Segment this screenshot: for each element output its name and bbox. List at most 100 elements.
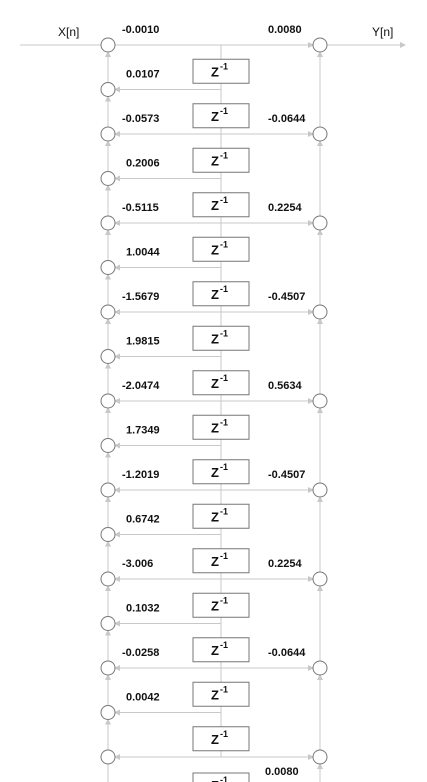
adder-nodes (100, 37, 328, 765)
left-adder-node (100, 393, 116, 409)
right-adder-node (312, 304, 328, 320)
delay-symbol: Z (211, 376, 219, 391)
delay-box (192, 325, 250, 351)
input-label: X[n] (58, 25, 79, 39)
right-adder-node (312, 37, 328, 53)
left-coefficient: -0.5115 (122, 202, 159, 214)
delay-exponent: -1 (220, 506, 228, 516)
delay-symbol: Z (211, 643, 219, 658)
right-coefficient: -0.0644 (268, 113, 306, 125)
left-adder-node (100, 349, 116, 364)
right-coefficient: 0.0080 (268, 24, 302, 36)
delay-exponent: -1 (220, 150, 228, 160)
delay-block: Z-1 (192, 681, 250, 707)
delay-block: Z-1 (192, 370, 250, 396)
delay-box (192, 503, 250, 529)
delay-block: Z-1 (192, 414, 250, 440)
left-coefficient: 1.9815 (126, 336, 160, 348)
left-coefficient: -3.006 (122, 558, 153, 570)
left-adder-node (100, 304, 116, 320)
delay-exponent: -1 (220, 61, 228, 71)
delay-exponent: -1 (220, 328, 228, 338)
delay-block: Z-1 (192, 503, 250, 529)
delay-exponent: -1 (220, 729, 228, 739)
delay-box (192, 459, 250, 485)
delay-symbol: Z (211, 287, 219, 302)
left-coefficient: 1.7349 (126, 425, 160, 437)
delay-symbol: Z (211, 153, 219, 168)
delay-box (192, 236, 250, 262)
delay-box (192, 147, 250, 173)
delay-symbol: Z (211, 554, 219, 569)
delay-symbol: Z (211, 465, 219, 480)
right-coefficient: 0.2254 (268, 558, 303, 570)
delay-exponent: -1 (220, 684, 228, 694)
left-adder-node (100, 616, 116, 631)
left-adder-node (100, 438, 116, 453)
delay-exponent: -1 (220, 595, 228, 605)
left-adder-node (100, 126, 116, 142)
delay-block: Z-1 (192, 592, 250, 618)
delay-symbol: Z (211, 732, 219, 747)
left-coefficient: -0.0010 (122, 24, 159, 36)
delay-block: Z-1 (192, 147, 250, 173)
delay-exponent: -1 (220, 551, 228, 561)
delay-symbol: Z (211, 420, 219, 435)
delay-box (192, 637, 250, 663)
delay-box (192, 592, 250, 618)
delay-symbol: Z (211, 778, 219, 782)
left-adder-node (100, 260, 116, 275)
delay-exponent: -1 (220, 195, 228, 205)
right-coefficient: -0.4507 (268, 469, 305, 481)
delay-block: Z-1 (192, 281, 250, 307)
left-adder-node (100, 705, 116, 720)
right-adder-node (312, 571, 328, 587)
delay-box (192, 414, 250, 440)
signal-wires (20, 42, 406, 782)
delay-block: Z-1 (192, 726, 250, 752)
right-coefficient: -0.0644 (268, 647, 306, 659)
left-coefficient: 0.0042 (126, 692, 160, 704)
left-adder-node (100, 37, 116, 53)
delay-exponent: -1 (220, 462, 228, 472)
delay-block: Z-1 (192, 325, 250, 351)
left-coefficient: 0.2006 (126, 158, 160, 170)
right-adder-node (312, 215, 328, 231)
left-coefficient: 1.0044 (126, 247, 161, 259)
left-adder-node (100, 749, 116, 765)
left-adder-node (100, 482, 116, 498)
delay-symbol: Z (211, 242, 219, 257)
delay-block: Z-1 (192, 58, 250, 84)
delay-box (192, 772, 250, 782)
delay-box (192, 726, 250, 752)
delay-block: Z-1 (192, 772, 250, 782)
left-adder-node (100, 82, 116, 97)
delay-blocks: Z-1Z-1Z-1Z-1Z-1Z-1Z-1Z-1Z-1Z-1Z-1Z-1Z-1Z… (192, 58, 250, 782)
delay-exponent: -1 (220, 417, 228, 427)
left-adder-node (100, 571, 116, 587)
output-label: Y[n] (372, 25, 393, 39)
delay-box (192, 548, 250, 574)
left-coefficient: 0.6742 (126, 514, 160, 526)
left-coefficient: -0.0573 (122, 113, 159, 125)
left-coefficient: -2.0474 (122, 380, 160, 392)
delay-block: Z-1 (192, 548, 250, 574)
right-coefficient: 0.0080 (265, 766, 299, 778)
delay-symbol: Z (211, 109, 219, 124)
left-coefficient: -1.2019 (122, 469, 159, 481)
delay-block: Z-1 (192, 236, 250, 262)
left-coefficient: 0.1032 (126, 603, 160, 615)
left-adder-node (100, 527, 116, 542)
delay-symbol: Z (211, 509, 219, 524)
right-adder-node (312, 393, 328, 409)
delay-symbol: Z (211, 198, 219, 213)
delay-box (192, 58, 250, 84)
delay-symbol: Z (211, 598, 219, 613)
delay-block: Z-1 (192, 637, 250, 663)
delay-box (192, 681, 250, 707)
left-coefficient: -1.5679 (122, 291, 159, 303)
delay-symbol: Z (211, 331, 219, 346)
delay-block: Z-1 (192, 459, 250, 485)
